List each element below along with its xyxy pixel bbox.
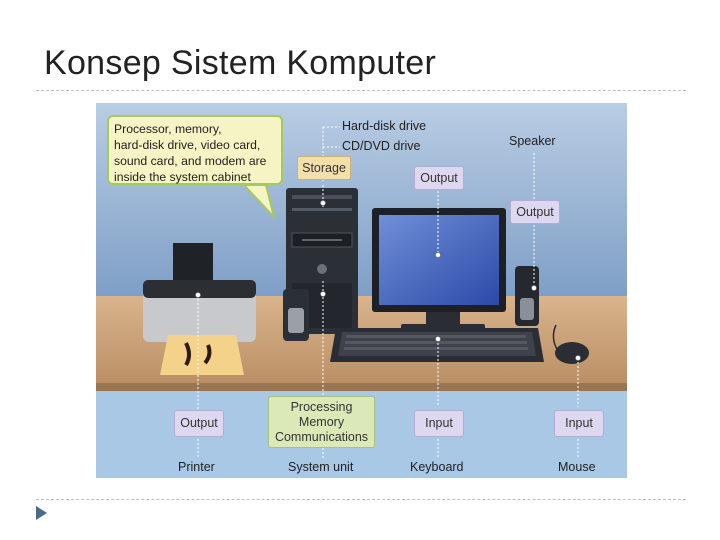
output-monitor-box: Output bbox=[414, 166, 464, 190]
processing-label: Processing bbox=[290, 400, 353, 414]
system-unit-functions-box: Processing Memory Communications bbox=[268, 396, 375, 448]
bullet-arrow-icon bbox=[36, 506, 47, 520]
communications-label: Communications bbox=[274, 430, 369, 444]
input-keyboard-box: Input bbox=[414, 410, 464, 437]
speaker-label: Speaker bbox=[509, 134, 556, 148]
output-speaker-box: Output bbox=[510, 200, 560, 224]
mouse-label: Mouse bbox=[558, 460, 596, 474]
callout-line: hard-disk drive, video card, bbox=[114, 138, 261, 152]
memory-label: Memory bbox=[298, 415, 345, 429]
cd-dvd-drive-label: CD/DVD drive bbox=[342, 139, 421, 153]
system-cabinet-callout: Processor, memory, hard-disk drive, vide… bbox=[107, 115, 283, 185]
callout-line: sound card, and modem are bbox=[114, 154, 267, 168]
system-unit-label: System unit bbox=[288, 460, 354, 474]
bottom-divider bbox=[36, 499, 686, 500]
keyboard-icon bbox=[330, 328, 544, 362]
input-mouse-box: Input bbox=[554, 410, 604, 437]
printer-label: Printer bbox=[178, 460, 215, 474]
callout-line: Processor, memory, bbox=[114, 122, 222, 136]
slide-title: Konsep Sistem Komputer bbox=[44, 44, 437, 82]
output-printer-box: Output bbox=[174, 410, 224, 437]
keyboard-label: Keyboard bbox=[410, 460, 464, 474]
monitor-icon bbox=[372, 208, 506, 332]
storage-box: Storage bbox=[297, 156, 351, 180]
top-divider bbox=[36, 90, 686, 91]
printer-icon bbox=[143, 243, 256, 375]
mouse-icon bbox=[555, 342, 589, 364]
computer-system-illustration bbox=[96, 103, 627, 478]
callout-line: inside the system cabinet bbox=[114, 170, 251, 184]
hard-disk-drive-label: Hard-disk drive bbox=[342, 119, 427, 133]
